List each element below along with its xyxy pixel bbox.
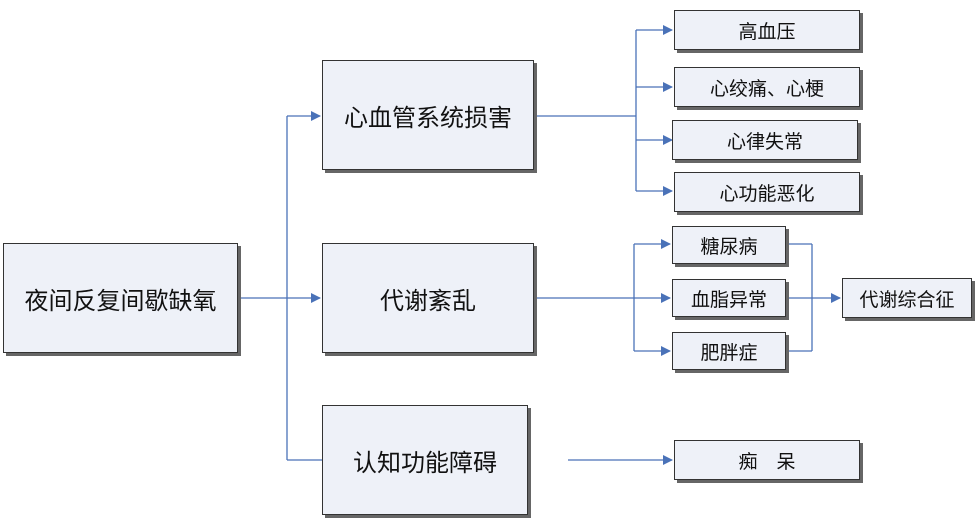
effect-dyslipidemia: 血脂异常 bbox=[672, 279, 786, 317]
effect-angina-infarction: 心绞痛、心梗 bbox=[674, 67, 860, 107]
category-cognitive: 认知功能障碍 bbox=[322, 405, 528, 515]
effect-heart-failure: 心功能恶化 bbox=[674, 172, 860, 212]
effect-arrhythmia: 心律失常 bbox=[672, 120, 858, 160]
effect-obesity: 肥胖症 bbox=[672, 332, 786, 370]
result-metabolic-syndrome: 代谢综合征 bbox=[842, 278, 972, 318]
category-cardiovascular: 心血管系统损害 bbox=[322, 60, 534, 170]
category-metabolic: 代谢紊乱 bbox=[322, 243, 534, 353]
effect-hypertension: 高血压 bbox=[674, 10, 860, 50]
effect-diabetes: 糖尿病 bbox=[672, 226, 786, 264]
root-node: 夜间反复间歇缺氧 bbox=[3, 243, 238, 353]
effect-dementia: 痴 呆 bbox=[674, 440, 860, 480]
